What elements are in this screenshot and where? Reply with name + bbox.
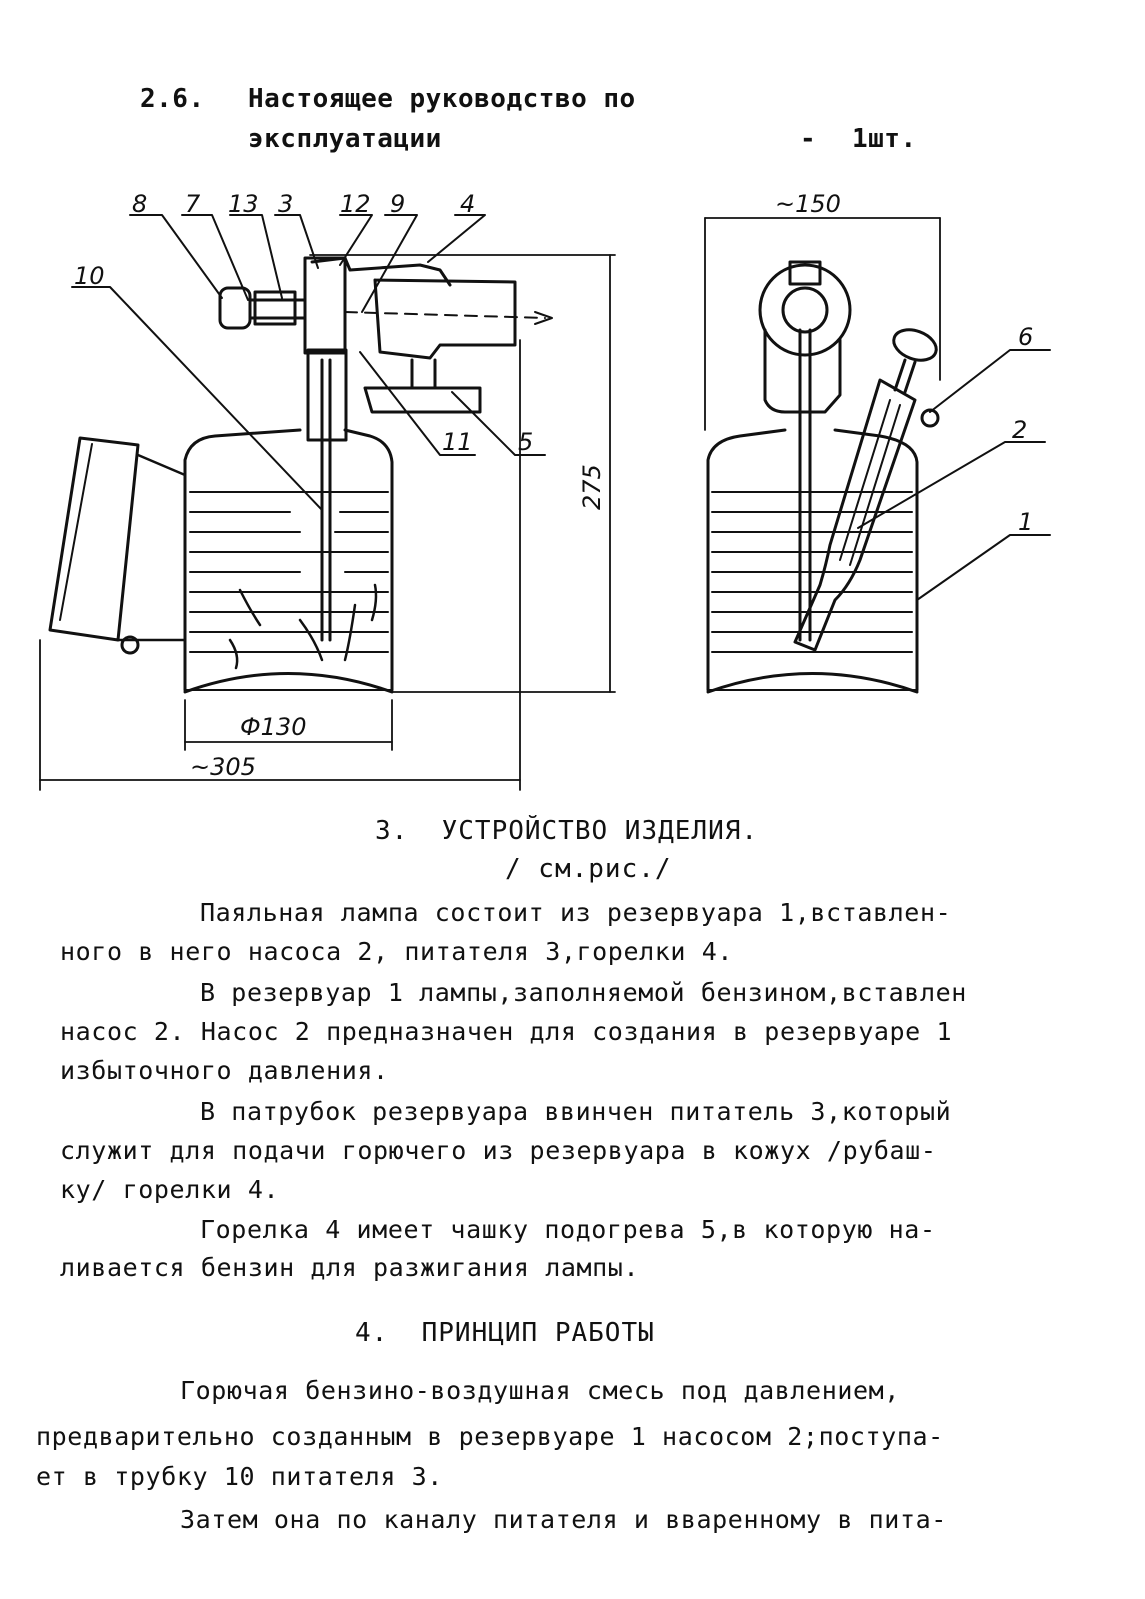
callout-6: 6 <box>1018 323 1033 351</box>
section3-line-7: служит для подачи горючего из резервуара… <box>60 1136 937 1165</box>
dim-width-top: ~150 <box>775 190 841 218</box>
item-quantity: 1шт. <box>852 124 917 154</box>
callout-5: 5 <box>518 428 533 456</box>
tank-right <box>706 428 919 692</box>
item-text-line2: эксплуатации <box>248 124 442 154</box>
section3-line-5: избыточного давления. <box>60 1056 389 1085</box>
dim-overall-width: ~305 <box>190 753 256 781</box>
section4-title: 4. ПРИНЦИП РАБОТЫ <box>355 1318 655 1348</box>
section4-line-4: Затем она по каналу питателя и вваренном… <box>180 1505 947 1534</box>
callout-4: 4 <box>460 190 475 218</box>
section3-line-10: ливается бензин для разжигания лампы. <box>60 1253 640 1282</box>
section3-line-1: Паяльная лампа состоит из резервуара 1,в… <box>200 898 952 927</box>
section3-line-3: В резервуар 1 лампы,заполняемой бензином… <box>200 978 967 1007</box>
section3-subtitle: / см.рис./ <box>505 854 672 884</box>
callout-7: 7 <box>185 190 201 218</box>
callout-1: 1 <box>1018 508 1033 536</box>
callout-10: 10 <box>74 262 105 290</box>
dim-height: 275 <box>578 464 606 510</box>
section4-line-1: Горючая бензино-воздушная смесь под давл… <box>180 1376 900 1405</box>
tank-bottom-left <box>183 672 394 694</box>
section3-line-6: В патрубок резервуара ввинчен питатель 3… <box>200 1097 952 1126</box>
item-dash: - <box>800 124 817 154</box>
callout-12: 12 <box>340 190 371 218</box>
blowtorch-drawing: 8 7 13 3 12 9 4 10 11 5 6 2 1 ~150 275 Ф… <box>39 190 1051 791</box>
section3-line-4: насос 2. Насос 2 предназначен для создан… <box>60 1017 953 1046</box>
section4-line-2: предварительно созданным в резервуаре 1 … <box>36 1422 944 1451</box>
item-text-line1: Настоящее руководство по <box>248 84 636 114</box>
callout-8: 8 <box>132 190 147 218</box>
callout-2: 2 <box>1012 416 1027 444</box>
section3-line-9: Горелка 4 имеет чашку подогрева 5,в кото… <box>200 1215 936 1244</box>
section3-line-2: ного в него насоса 2, питателя 3,горелки… <box>60 937 734 966</box>
section3-line-8: ку/ горелки 4. <box>60 1175 280 1204</box>
callout-3: 3 <box>278 190 293 218</box>
tank-left <box>183 428 394 692</box>
section4-line-3: ет в трубку 10 питателя 3. <box>36 1462 443 1491</box>
callout-11: 11 <box>442 428 473 456</box>
item-number: 2.6. <box>140 84 205 114</box>
dim-diameter: Ф130 <box>240 713 306 741</box>
callout-13: 13 <box>228 190 259 218</box>
section3-title: 3. УСТРОЙСТВО ИЗДЕЛИЯ. <box>375 816 759 846</box>
callout-9: 9 <box>390 190 405 218</box>
